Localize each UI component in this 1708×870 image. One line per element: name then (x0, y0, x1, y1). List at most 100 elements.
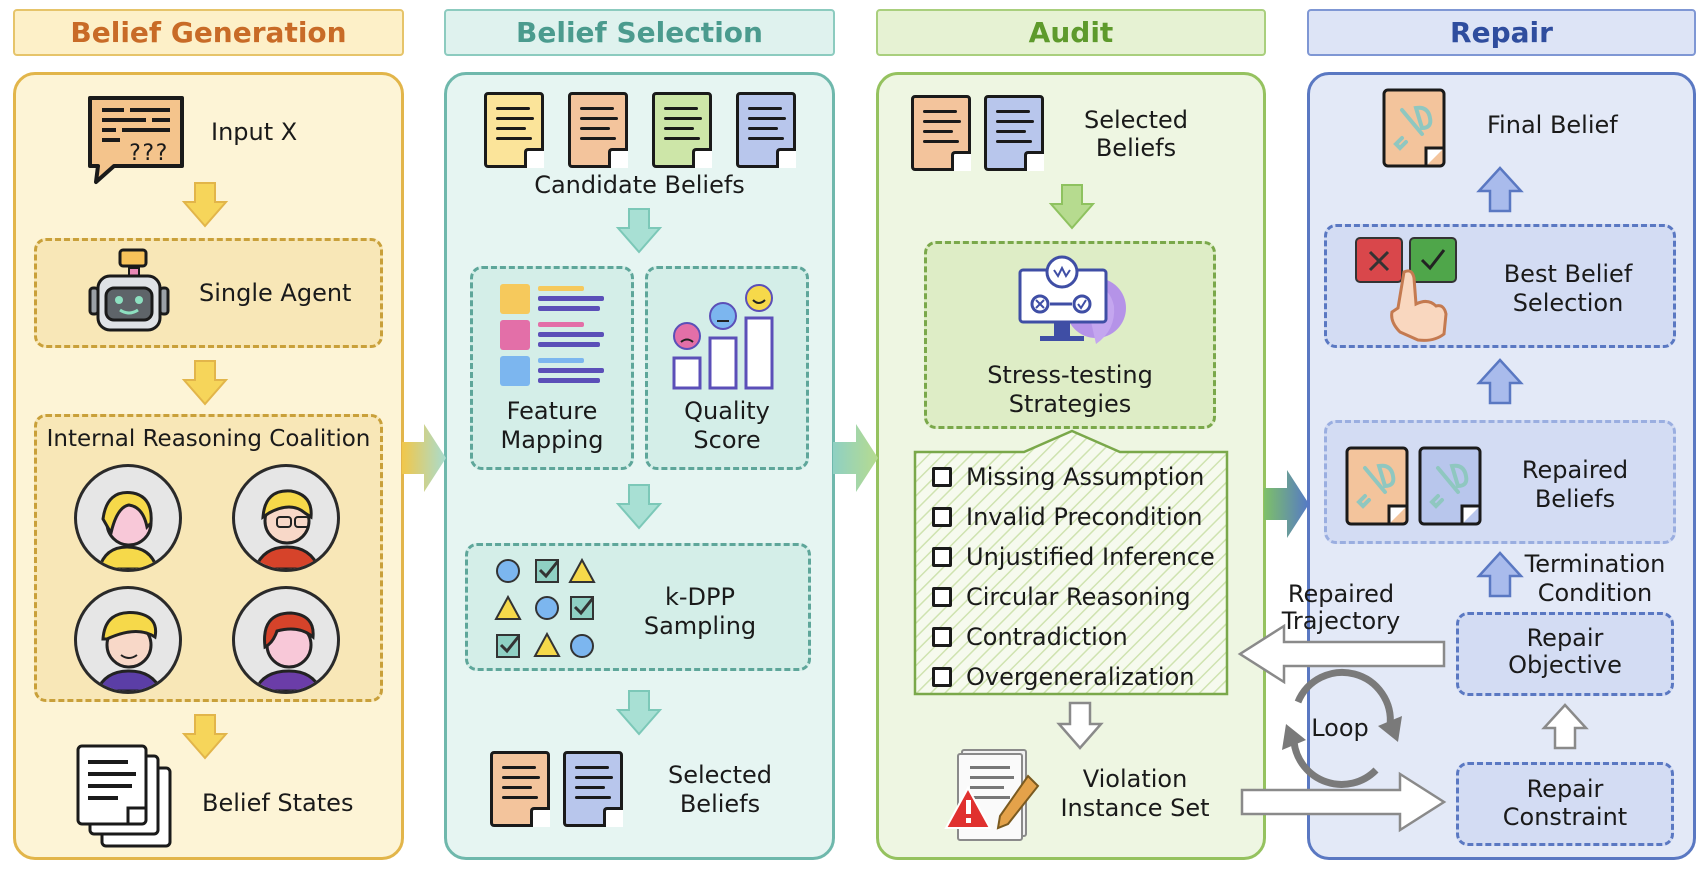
violation-label-2: Instance Set (1060, 794, 1210, 822)
header-belief-generation: Belief Generation (13, 9, 404, 56)
kdpp-label-1: k-DPP (665, 583, 735, 611)
feature-mapping-label-2: Mapping (500, 426, 604, 454)
coalition-label: Internal Reasoning Coalition (46, 426, 371, 452)
up-arrow-outline-icon (1541, 703, 1589, 750)
candidate-beliefs-label: Candidate Beliefs (534, 171, 745, 199)
selected-doc-icon (563, 751, 623, 827)
checklist-item-label: Invalid Precondition (966, 503, 1203, 531)
repair-constraint-box (1456, 762, 1674, 846)
quality-score-icon (672, 284, 774, 390)
header-belief-selection: Belief Selection (444, 9, 835, 56)
candidate-doc-icon (736, 92, 796, 168)
repair-objective-label-1: Repair (1526, 624, 1604, 652)
arrow-selection-to-audit (833, 424, 878, 492)
repaired-doc-icon (1345, 446, 1409, 526)
checkbox-icon (932, 547, 952, 567)
repaired-trajectory-label-2: Trajectory (1281, 607, 1401, 635)
final-belief-label: Final Belief (1487, 111, 1618, 139)
header-label: Repair (1450, 16, 1553, 49)
audit-selected-label-2: Beliefs (1095, 134, 1177, 162)
candidate-doc-icon (568, 92, 628, 168)
checkbox-icon (932, 507, 952, 527)
selected-doc-icon (490, 751, 550, 827)
best-belief-label-2: Selection (1512, 289, 1624, 317)
checklist-item-label: Unjustified Inference (966, 543, 1215, 571)
termination-label-2: Condition (1537, 579, 1653, 607)
up-arrow-icon (1476, 166, 1524, 213)
down-arrow-icon (615, 484, 663, 530)
quality-score-label-2: Score (693, 426, 761, 454)
single-agent-label: Single Agent (199, 279, 352, 307)
input-bubble-icon: ??? (88, 96, 184, 184)
belief-states-label: Belief States (202, 789, 354, 817)
repair-objective-box (1456, 612, 1674, 696)
repaired-trajectory-arrow (1237, 623, 1446, 685)
checklist-item-label: Circular Reasoning (966, 583, 1191, 611)
avatar-1 (74, 464, 182, 572)
violation-to-constraint-arrow (1240, 771, 1447, 833)
selection-selected-label-1: Selected (667, 761, 773, 789)
best-belief-label-1: Best Belief (1503, 260, 1633, 288)
checklist-item-label: Overgeneralization (966, 663, 1195, 691)
repaired-beliefs-label-2: Beliefs (1534, 485, 1616, 513)
up-arrow-icon (1476, 551, 1524, 598)
header-label: Audit (1028, 16, 1114, 49)
repaired-trajectory-label-1: Repaired (1287, 580, 1395, 608)
avatar-4 (232, 586, 340, 694)
header-audit: Audit (876, 9, 1266, 56)
loop-arc-bottom (1290, 741, 1379, 788)
repair-constraint-label-2: Constraint (1502, 803, 1628, 831)
belief-states-stack-icon (76, 744, 172, 848)
down-arrow-icon (181, 360, 229, 406)
checklist-item: Circular Reasoning (932, 582, 1191, 612)
checklist-item: Overgeneralization (932, 662, 1194, 692)
candidate-doc-icon (652, 92, 712, 168)
checklist-item-label: Contradiction (966, 623, 1128, 651)
checkbox-icon (932, 627, 952, 647)
checklist-item: Unjustified Inference (932, 542, 1215, 572)
selection-selected-label-2: Beliefs (679, 790, 761, 818)
repair-constraint-label-1: Repair (1526, 775, 1604, 803)
up-arrow-icon (1476, 358, 1524, 405)
audit-selected-label-1: Selected (1083, 106, 1189, 134)
loop-label: Loop (1311, 714, 1369, 742)
termination-label-1: Termination (1524, 550, 1666, 578)
stress-testing-icon (1018, 255, 1126, 344)
header-repair: Repair (1307, 9, 1696, 56)
kdpp-label-2: Sampling (643, 612, 757, 640)
down-arrow-icon (615, 690, 663, 736)
violation-label-1: Violation (1082, 765, 1188, 793)
checkbox-icon (932, 667, 952, 687)
select-hand-icon (1355, 237, 1457, 342)
checklist-callout (913, 429, 1229, 696)
down-arrow-icon (181, 182, 229, 228)
repaired-doc-icon (1418, 446, 1482, 526)
checklist-item: Contradiction (932, 622, 1128, 652)
header-label: Belief Selection (516, 16, 763, 49)
checklist-item: Missing Assumption (932, 462, 1204, 492)
stress-testing-label-1: Stress-testing (987, 361, 1153, 389)
down-arrow-icon (615, 208, 663, 254)
feature-mapping-icon (500, 284, 604, 386)
repair-objective-label-2: Objective (1508, 651, 1622, 679)
robot-icon (88, 248, 170, 332)
audit-selected-doc-icon (984, 95, 1044, 171)
down-arrow-icon (181, 714, 229, 760)
checkbox-icon (932, 587, 952, 607)
arrow-audit-to-repair (1264, 470, 1309, 538)
down-arrow-icon (1048, 184, 1096, 230)
arrow-generation-to-selection (402, 424, 446, 492)
checklist-item: Invalid Precondition (932, 502, 1203, 532)
quality-score-label-1: Quality (684, 397, 770, 425)
down-arrow-outline-icon (1056, 701, 1104, 750)
candidate-doc-icon (484, 92, 544, 168)
feature-mapping-label-1: Feature (506, 397, 598, 425)
repaired-beliefs-label-1: Repaired (1521, 456, 1629, 484)
loop-arc-top (1294, 668, 1394, 727)
checkbox-icon (932, 467, 952, 487)
stress-testing-label-2: Strategies (1008, 390, 1132, 418)
violation-report-icon (944, 749, 1040, 841)
header-label: Belief Generation (70, 16, 347, 49)
